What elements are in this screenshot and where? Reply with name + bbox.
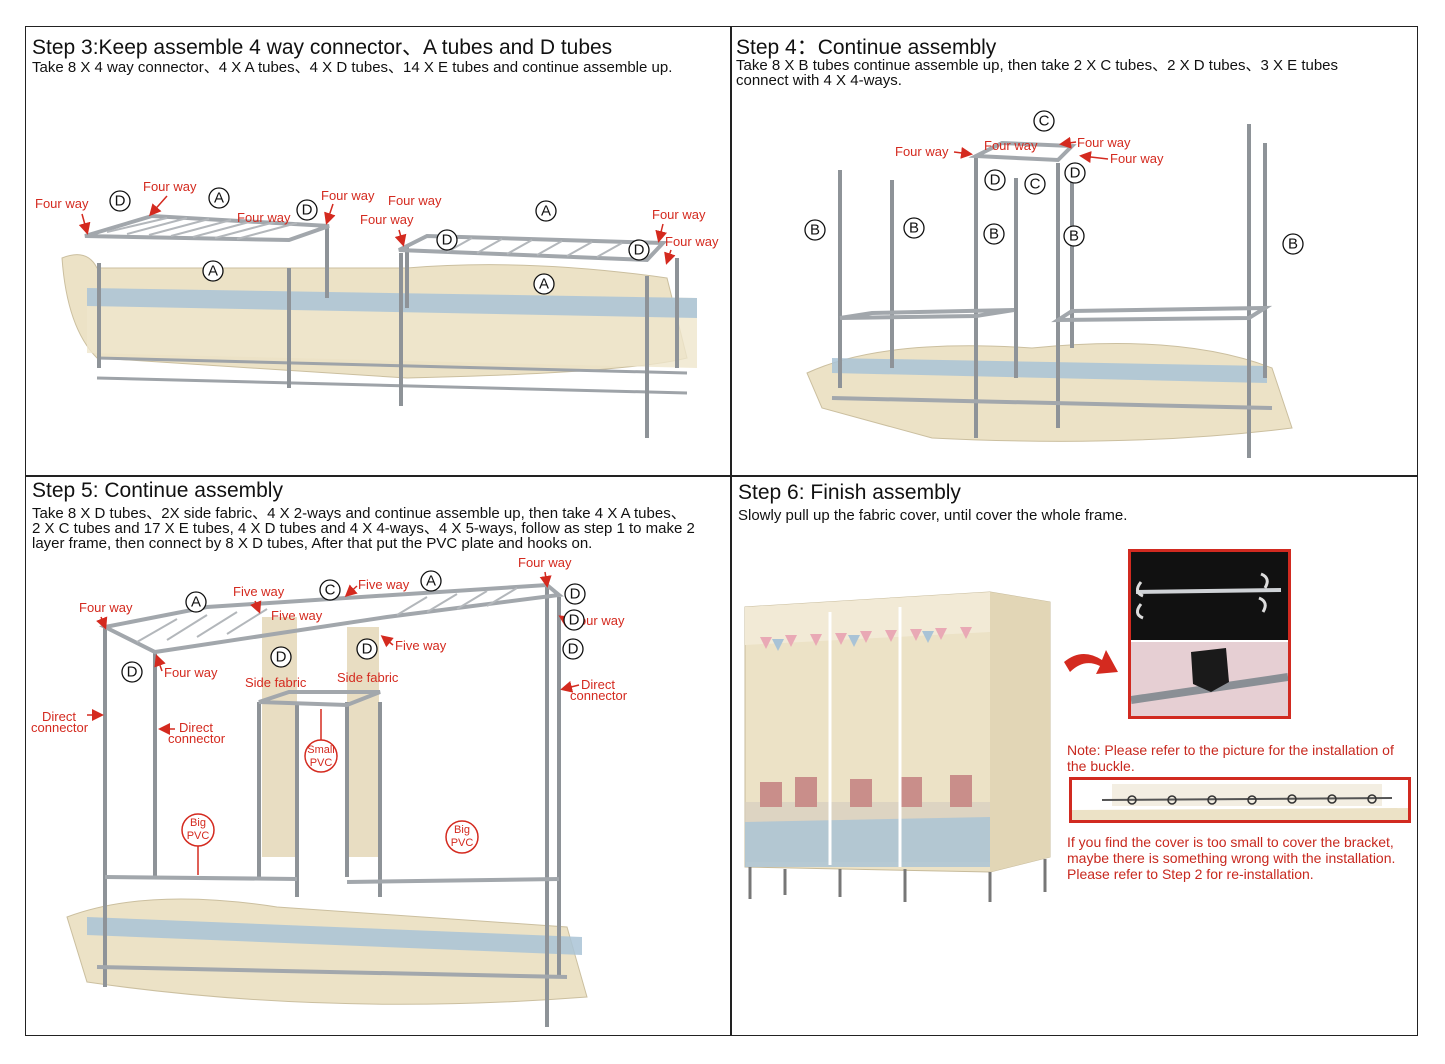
label-four-way: Four way: [665, 234, 719, 249]
buckle-detail-inset: [1069, 777, 1411, 823]
step-6-panel: Step 6: Finish assembly Slowly pull up t…: [732, 477, 1417, 1035]
installation-warning: If you find the cover is too small to co…: [1067, 834, 1395, 882]
label-four-way: Four way: [895, 144, 949, 159]
label-four-way: Four way: [1077, 135, 1131, 150]
label-four-way: Four way: [321, 188, 375, 203]
label-big-pvc: Big: [454, 824, 470, 836]
divider-horizontal: [25, 475, 1418, 477]
step-4-figure: Four way Four way Four way Four way C D …: [804, 110, 1304, 458]
step-4-title: Step 4：Continue assembly: [736, 36, 997, 59]
step-5-title: Step 5: Continue assembly: [32, 479, 283, 502]
warning-line: maybe there is something wrong with the …: [1067, 850, 1396, 866]
step-6-desc-line: Slowly pull up the fabric cover, until c…: [738, 507, 1128, 524]
callout-c: C: [1039, 113, 1050, 130]
callout-b: B: [1069, 228, 1079, 245]
callout-d: D: [1070, 165, 1081, 182]
step-3-panel: Step 3:Keep assemble 4 way connector、A t…: [27, 28, 729, 474]
label-five-way: Five way: [271, 608, 323, 623]
label-connector: connector: [570, 688, 628, 703]
step-5-description: Take 8 X D tubes、2X side fabric、4 X 2-wa…: [32, 506, 695, 551]
buckle-note-line: Note: Please refer to the picture for th…: [1067, 742, 1394, 758]
step-5-desc-line: 2 X C tubes and 17 X E tubes, 4 X D tube…: [32, 520, 695, 537]
callout-a: A: [541, 203, 551, 220]
callout-d: D: [569, 612, 580, 629]
label-five-way: Five way: [358, 577, 410, 592]
step-3-figure: Four way Four way Four way Four way Four…: [35, 179, 719, 438]
step-6-description: Slowly pull up the fabric cover, until c…: [738, 508, 1127, 523]
label-side-fabric: Side fabric: [245, 675, 307, 690]
step-5-figure: Four way Four way Four way Four way Five…: [31, 555, 628, 1027]
callout-a: A: [191, 594, 201, 611]
label-pvc: PVC: [187, 830, 210, 842]
step-5-desc-line: Take 8 X D tubes、2X side fabric、4 X 2-wa…: [32, 505, 686, 522]
label-four-way: Four way: [79, 600, 133, 615]
callout-d: D: [276, 649, 287, 666]
wardrobe-illustration: [744, 591, 1051, 902]
callout-b: B: [909, 220, 919, 237]
callout-d: D: [568, 641, 579, 658]
label-four-way: Four way: [1110, 151, 1164, 166]
hook-detail-image: [1130, 552, 1289, 716]
step-4-desc-line: Take 8 X B tubes continue assemble up, t…: [736, 57, 1339, 74]
warning-line: If you find the cover is too small to co…: [1067, 834, 1394, 850]
label-five-way: Five way: [233, 584, 285, 599]
callout-d: D: [302, 202, 313, 219]
label-four-way: Four way: [652, 207, 706, 222]
step-4-panel: Step 4：Continue assembly Take 8 X B tube…: [732, 28, 1417, 474]
buckle-note-line: the buckle.: [1067, 758, 1135, 774]
label-direct: Direct: [42, 709, 76, 724]
callout-a: A: [214, 190, 224, 207]
label-four-way: Four way: [143, 179, 197, 194]
step-3-title: Step 3:Keep assemble 4 way connector、A t…: [32, 36, 613, 59]
callout-a: A: [208, 263, 218, 280]
callout-b: B: [810, 222, 820, 239]
label-pvc: PVC: [310, 757, 333, 769]
label-four-way: Four way: [518, 555, 572, 570]
label-four-way: Four way: [360, 212, 414, 227]
callout-d: D: [127, 664, 138, 681]
label-four-way: Four way: [35, 196, 89, 211]
label-pvc: PVC: [451, 837, 474, 849]
label-connector: connector: [168, 731, 226, 746]
divider-vertical: [730, 26, 732, 1036]
step-5-desc-line: layer frame, then connect by 8 X D tubes…: [32, 535, 593, 552]
label-four-way: Four way: [237, 210, 291, 225]
label-connector: connector: [31, 720, 89, 735]
buckle-detail-image: [1072, 784, 1408, 820]
callout-b: B: [989, 226, 999, 243]
step-3-desc-line: Take 8 X 4 way connector、4 X A tubes、4 X…: [32, 59, 673, 76]
label-big-pvc: Big: [190, 817, 206, 829]
callout-d: D: [990, 172, 1001, 189]
callout-d: D: [442, 232, 453, 249]
step-6-title: Step 6: Finish assembly: [738, 481, 961, 504]
callout-d: D: [570, 586, 581, 603]
label-direct: Direct: [179, 720, 213, 735]
buckle-note: Note: Please refer to the picture for th…: [1067, 742, 1394, 774]
label-side-fabric: Side fabric: [337, 670, 399, 685]
label-four-way: Four way: [164, 665, 218, 680]
callout-a: A: [426, 573, 436, 590]
label-direct: Direct: [581, 677, 615, 692]
instruction-sheet: [25, 26, 1418, 1036]
step-5-panel: Step 5: Continue assembly Take 8 X D tub…: [27, 477, 729, 1035]
label-five-way: Five way: [395, 638, 447, 653]
callout-a: A: [539, 276, 549, 293]
callout-b: B: [1288, 236, 1298, 253]
step-4-description: Take 8 X B tubes continue assemble up, t…: [736, 58, 1338, 88]
curved-arrow-icon: [1064, 650, 1118, 674]
label-small-pvc: Small: [307, 744, 335, 756]
callout-c: C: [1030, 176, 1041, 193]
callout-d: D: [115, 193, 126, 210]
callout-d: D: [634, 242, 645, 259]
step-4-desc-line: connect with 4 X 4-ways.: [736, 72, 902, 89]
label-four-way: Four way: [984, 138, 1038, 153]
label-four-way: Four way: [388, 193, 442, 208]
step-3-description: Take 8 X 4 way connector、4 X A tubes、4 X…: [32, 60, 672, 75]
callout-d: D: [362, 641, 373, 658]
label-four-way: Four way: [571, 613, 625, 628]
warning-line: Please refer to Step 2 for re-installati…: [1067, 866, 1314, 882]
callout-c: C: [325, 582, 336, 599]
hook-detail-inset: [1128, 549, 1291, 719]
